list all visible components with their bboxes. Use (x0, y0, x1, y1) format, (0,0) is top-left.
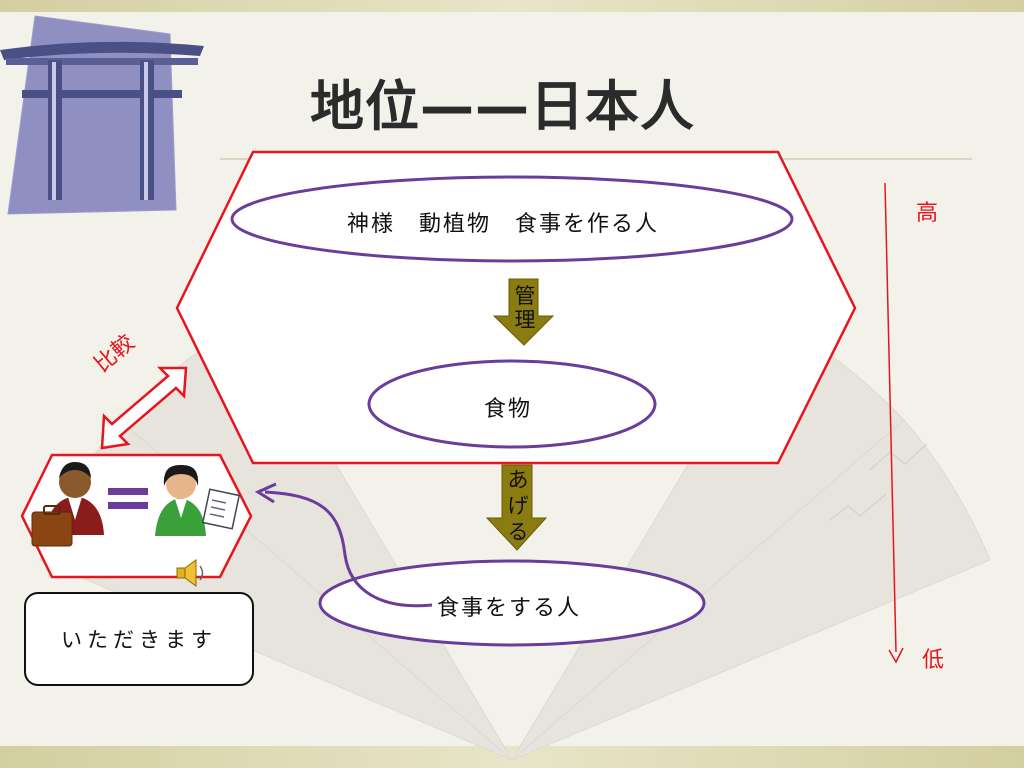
gods-ellipse (230, 175, 794, 263)
speech-text: いただきます (61, 628, 217, 652)
woman-icon (155, 464, 241, 536)
eater-label: 食事をする人 (437, 596, 582, 621)
give-label: あ げ る (507, 468, 529, 544)
food-label: 食物 (484, 397, 533, 422)
give-arrow (485, 464, 548, 551)
curved-arrow (264, 490, 433, 608)
torii-gate-icon (0, 15, 204, 215)
top-band (0, 0, 1024, 12)
scale-line (884, 182, 897, 653)
gods-label: 神様 動植物 食事を作る人 (347, 212, 660, 237)
manage-arrow (492, 278, 555, 346)
speaker-icon (176, 559, 204, 587)
bottom-band (0, 746, 1024, 768)
speech-bubble: いただきます (24, 592, 254, 686)
page-title: 地位——日本人 (310, 75, 695, 138)
compare-arrow (100, 366, 188, 450)
food-ellipse (367, 359, 657, 449)
scale-low-label: 低 (922, 648, 945, 673)
scale-arrowhead (888, 647, 904, 664)
manage-label: 管 理 (514, 284, 536, 332)
scale-high-label: 高 (916, 201, 939, 226)
eater-ellipse (318, 559, 706, 647)
businessman-icon (31, 462, 104, 547)
